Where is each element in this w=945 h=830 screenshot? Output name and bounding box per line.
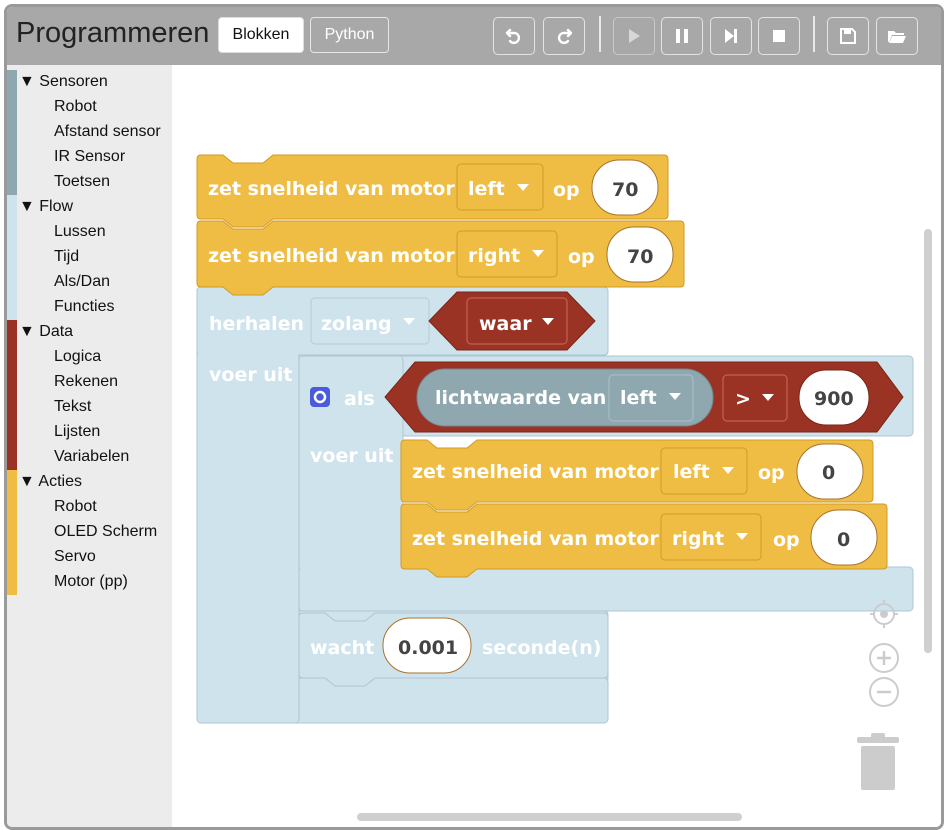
svg-text:op: op bbox=[568, 246, 595, 268]
svg-text:left: left bbox=[673, 461, 710, 483]
comparison-block[interactable]: lichtwaarde van left > 900 bbox=[384, 361, 904, 433]
svg-text:op: op bbox=[773, 529, 800, 551]
toolbar-separator bbox=[599, 16, 601, 52]
sidebar-item-toetsen[interactable]: Toetsen bbox=[7, 170, 172, 195]
horizontal-scrollbar[interactable] bbox=[357, 813, 742, 821]
stop-icon bbox=[773, 30, 785, 42]
dropdown-arrow-icon bbox=[532, 250, 544, 257]
svg-text:>: > bbox=[735, 388, 751, 410]
zoom-in-icon[interactable] bbox=[869, 643, 899, 673]
svg-text:zet snelheid van motor: zet snelheid van motor bbox=[208, 178, 455, 200]
svg-text:left: left bbox=[620, 387, 657, 409]
redo-button[interactable] bbox=[543, 17, 585, 55]
category-data[interactable]: ▼ Data bbox=[7, 320, 172, 345]
pause-button[interactable] bbox=[661, 17, 703, 55]
motor-block-right-1[interactable]: zet snelheid van motor right op 70 bbox=[196, 220, 685, 296]
svg-text:zet snelheid van motor: zet snelheid van motor bbox=[208, 245, 455, 267]
category-acties[interactable]: ▼ Acties bbox=[7, 470, 172, 495]
svg-text:zet snelheid van motor: zet snelheid van motor bbox=[412, 528, 659, 550]
motor-block-left-0[interactable]: zet snelheid van motor left op 0 bbox=[400, 439, 874, 511]
svg-text:zet snelheid van motor: zet snelheid van motor bbox=[412, 461, 659, 483]
tab-blocks[interactable]: Blokken bbox=[218, 17, 304, 53]
sidebar-item-robot-sensor[interactable]: Robot bbox=[7, 95, 172, 120]
sidebar-item-afstand-sensor[interactable]: Afstand sensor bbox=[7, 120, 172, 145]
svg-text:lichtwaarde van: lichtwaarde van bbox=[435, 387, 606, 409]
svg-text:seconde(n): seconde(n) bbox=[482, 637, 601, 659]
undo-icon bbox=[505, 28, 521, 45]
svg-text:waar: waar bbox=[479, 313, 532, 335]
toolbox-sidebar: ▼ Sensoren Robot Afstand sensor IR Senso… bbox=[7, 65, 172, 827]
svg-text:0: 0 bbox=[837, 529, 850, 551]
open-folder-icon bbox=[888, 31, 906, 43]
zoom-out-icon[interactable] bbox=[869, 677, 899, 707]
play-icon bbox=[629, 29, 640, 43]
svg-text:wacht: wacht bbox=[310, 637, 374, 659]
loop-label: herhalen bbox=[209, 313, 304, 335]
redo-icon bbox=[557, 28, 573, 45]
toolbar-separator bbox=[813, 16, 815, 52]
dropdown-arrow-icon bbox=[403, 318, 415, 325]
sidebar-item-motor-pp[interactable]: Motor (pp) bbox=[7, 570, 172, 595]
svg-text:right: right bbox=[468, 245, 520, 267]
step-button[interactable] bbox=[710, 17, 752, 55]
condition-waar-block[interactable]: waar bbox=[428, 291, 596, 351]
sidebar-item-rekenen[interactable]: Rekenen bbox=[7, 370, 172, 395]
svg-text:0: 0 bbox=[822, 462, 835, 484]
loop-mode-dropdown[interactable]: zolang bbox=[310, 297, 430, 345]
sidebar-item-ir-sensor[interactable]: IR Sensor bbox=[7, 145, 172, 170]
dropdown-arrow-icon bbox=[722, 467, 734, 474]
svg-text:op: op bbox=[758, 462, 785, 484]
trash-icon[interactable] bbox=[855, 733, 901, 791]
svg-text:zolang: zolang bbox=[321, 313, 392, 335]
svg-text:op: op bbox=[553, 179, 580, 201]
sidebar-item-robot-action[interactable]: Robot bbox=[7, 495, 172, 520]
vertical-scrollbar[interactable] bbox=[924, 229, 932, 653]
wait-block[interactable]: wacht 0.001 seconde(n) bbox=[298, 612, 609, 687]
svg-text:900: 900 bbox=[814, 388, 854, 410]
sidebar-item-lussen[interactable]: Lussen bbox=[7, 220, 172, 245]
sidebar-item-servo[interactable]: Servo bbox=[7, 545, 172, 570]
sidebar-item-lijsten[interactable]: Lijsten bbox=[7, 420, 172, 445]
svg-text:right: right bbox=[672, 528, 724, 550]
motor-block-right-0[interactable]: zet snelheid van motor right op 0 bbox=[400, 503, 888, 578]
svg-text:0.001: 0.001 bbox=[398, 637, 458, 659]
blocks-canvas: herhalen voer uit zolang waar als voer u… bbox=[196, 154, 914, 724]
open-button[interactable] bbox=[876, 17, 918, 55]
recenter-icon[interactable] bbox=[869, 599, 899, 629]
sidebar-item-functies[interactable]: Functies bbox=[7, 295, 172, 320]
play-button[interactable] bbox=[613, 17, 655, 55]
svg-text:left: left bbox=[468, 178, 505, 200]
sidebar-item-als-dan[interactable]: Als/Dan bbox=[7, 270, 172, 295]
sidebar-item-tekst[interactable]: Tekst bbox=[7, 395, 172, 420]
dropdown-arrow-icon bbox=[669, 393, 681, 400]
stop-button[interactable] bbox=[758, 17, 800, 55]
tab-python[interactable]: Python bbox=[310, 17, 389, 53]
dropdown-arrow-icon bbox=[736, 533, 748, 540]
dropdown-arrow-icon bbox=[517, 184, 529, 191]
settings-icon bbox=[310, 387, 330, 407]
sidebar-item-logica[interactable]: Logica bbox=[7, 345, 172, 370]
app-title: Programmeren bbox=[16, 17, 210, 49]
step-icon bbox=[725, 29, 737, 43]
svg-text:voer uit: voer uit bbox=[310, 445, 393, 467]
pause-icon bbox=[676, 29, 688, 43]
save-button[interactable] bbox=[827, 17, 869, 55]
category-sensoren[interactable]: ▼ Sensoren bbox=[7, 70, 172, 95]
sidebar-item-oled-scherm[interactable]: OLED Scherm bbox=[7, 520, 172, 545]
save-icon bbox=[840, 28, 856, 44]
sidebar-item-tijd[interactable]: Tijd bbox=[7, 245, 172, 270]
motor-block-left-1[interactable]: zet snelheid van motor left op 70 bbox=[196, 154, 669, 228]
dropdown-arrow-icon bbox=[542, 318, 554, 325]
svg-text:als: als bbox=[344, 388, 375, 410]
svg-text:70: 70 bbox=[627, 246, 653, 268]
svg-text:70: 70 bbox=[612, 179, 638, 201]
undo-button[interactable] bbox=[493, 17, 535, 55]
sidebar-item-variabelen[interactable]: Variabelen bbox=[7, 445, 172, 470]
loop-do-label: voer uit bbox=[209, 364, 292, 386]
header-bar: Programmeren Blokken Python bbox=[7, 7, 941, 65]
category-flow[interactable]: ▼ Flow bbox=[7, 195, 172, 220]
dropdown-arrow-icon bbox=[762, 394, 774, 401]
app-window: Programmeren Blokken Python bbox=[4, 4, 944, 830]
